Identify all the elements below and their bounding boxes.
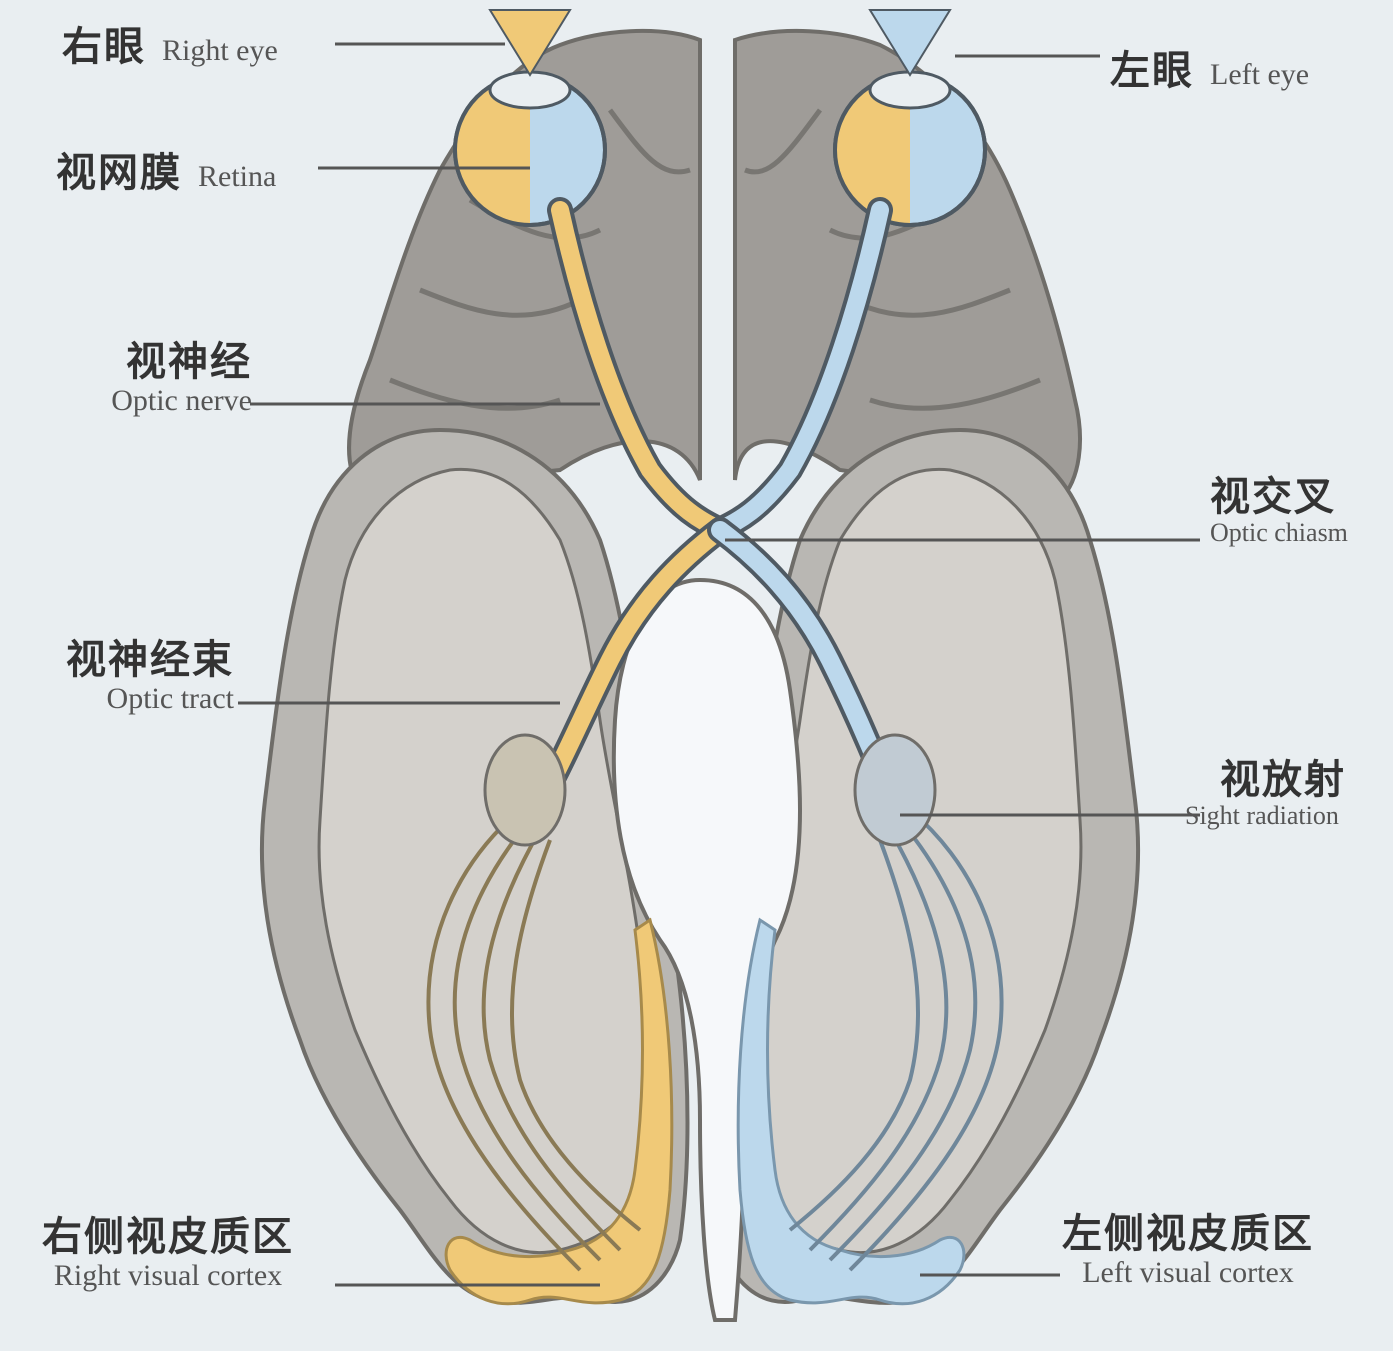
right-eyeball: [455, 72, 605, 225]
label-right-eye-en: Right eye: [162, 34, 278, 68]
label-right-visual-cortex-en: Right visual cortex: [54, 1259, 282, 1292]
label-optic-radiation-zh: 视放射: [1220, 758, 1346, 802]
left-eyeball: [835, 72, 985, 225]
label-right-eye: 右眼 Right eye: [62, 14, 278, 72]
left-lateral-geniculate-body: [855, 735, 935, 845]
label-optic-tract-zh: 视神经束: [66, 638, 234, 682]
label-optic-tract: 视神经束 Optic tract: [44, 638, 234, 715]
label-retina: 视网膜 Retina: [56, 140, 276, 198]
label-left-eye: 左眼 Left eye: [1110, 38, 1309, 96]
label-right-eye-zh: 右眼: [62, 14, 146, 72]
label-right-visual-cortex: 右侧视皮质区 Right visual cortex: [42, 1215, 294, 1292]
label-retina-en: Retina: [198, 160, 276, 194]
label-retina-zh: 视网膜: [56, 140, 182, 198]
label-optic-chiasm-zh: 视交叉: [1210, 475, 1336, 519]
label-optic-chiasm: 视交叉 Optic chiasm: [1210, 475, 1348, 548]
label-optic-nerve: 视神经 Optic nerve: [72, 340, 252, 417]
label-left-visual-cortex-en: Left visual cortex: [1082, 1256, 1294, 1289]
label-optic-nerve-zh: 视神经: [126, 340, 252, 384]
label-optic-radiation: 视放射 Sight radiation: [1185, 758, 1346, 831]
label-right-visual-cortex-zh: 右侧视皮质区: [42, 1215, 294, 1259]
right-lateral-geniculate-body: [485, 735, 565, 845]
label-optic-chiasm-en: Optic chiasm: [1210, 519, 1348, 548]
label-left-visual-cortex-zh: 左侧视皮质区: [1062, 1212, 1314, 1256]
label-left-eye-en: Left eye: [1210, 58, 1309, 92]
label-left-visual-cortex: 左侧视皮质区 Left visual cortex: [1062, 1212, 1314, 1289]
label-optic-radiation-en: Sight radiation: [1185, 802, 1339, 831]
label-left-eye-zh: 左眼: [1110, 38, 1194, 96]
label-optic-tract-en: Optic tract: [107, 682, 234, 715]
label-optic-nerve-en: Optic nerve: [111, 384, 252, 417]
